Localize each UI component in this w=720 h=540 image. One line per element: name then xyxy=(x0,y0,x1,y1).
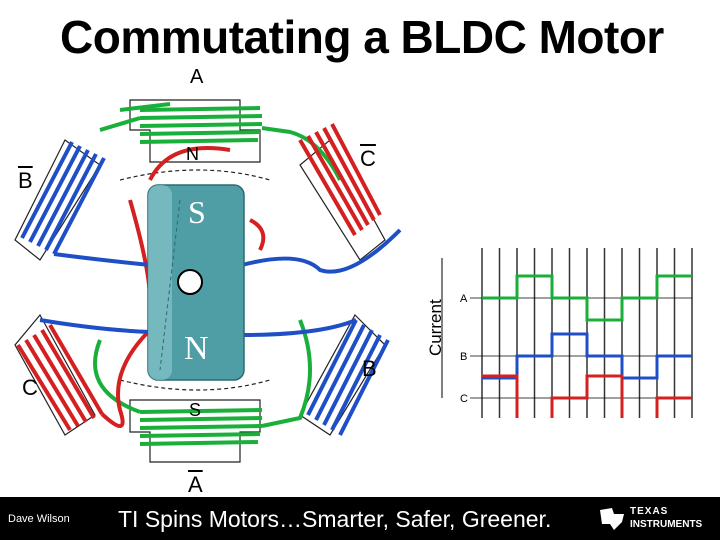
footer: Dave Wilson TI Spins Motors…Smarter, Saf… xyxy=(0,497,720,540)
phase-label-c: C xyxy=(460,393,468,405)
ti-logo-icon xyxy=(600,508,624,530)
phase-b-lower-right-winding xyxy=(39,318,390,436)
rotor-s-label: S xyxy=(188,194,206,230)
motor-diagram xyxy=(14,99,402,463)
phase-c-lower-left-winding xyxy=(16,218,266,432)
phase-a-top-winding xyxy=(99,102,342,181)
label-c-left: C xyxy=(22,375,38,400)
label-c-bar: C xyxy=(360,146,376,171)
label-b-bar: B xyxy=(18,168,33,193)
footer-tagline: TI Spins Motors…Smarter, Safer, Greener. xyxy=(118,506,552,532)
series-c xyxy=(482,374,692,418)
pole-n-top: N xyxy=(186,144,199,164)
series-b xyxy=(482,332,692,380)
rotor-n-label: N xyxy=(184,330,209,367)
logo-line1: TEXAS xyxy=(630,506,669,517)
label-b-right: B xyxy=(362,356,377,381)
phase-label-a: A xyxy=(460,293,468,305)
slide-title: Commutating a BLDC Motor xyxy=(60,11,664,63)
current-chart: A B C xyxy=(441,248,693,418)
phase-a-bottom-winding xyxy=(93,319,312,446)
logo-line2: INSTRUMENTS xyxy=(630,519,703,530)
label-a-top: A xyxy=(190,66,204,88)
phase-b-upper-left-winding xyxy=(20,141,402,274)
series-a xyxy=(482,274,692,322)
phase-label-b: B xyxy=(460,351,467,363)
footer-author: Dave Wilson xyxy=(8,513,70,525)
pole-s-bottom: S xyxy=(189,400,202,420)
chart-ylabel: Current xyxy=(426,299,445,356)
rotor-shaft xyxy=(177,269,203,295)
label-a-bar-bottom: A xyxy=(188,472,203,497)
